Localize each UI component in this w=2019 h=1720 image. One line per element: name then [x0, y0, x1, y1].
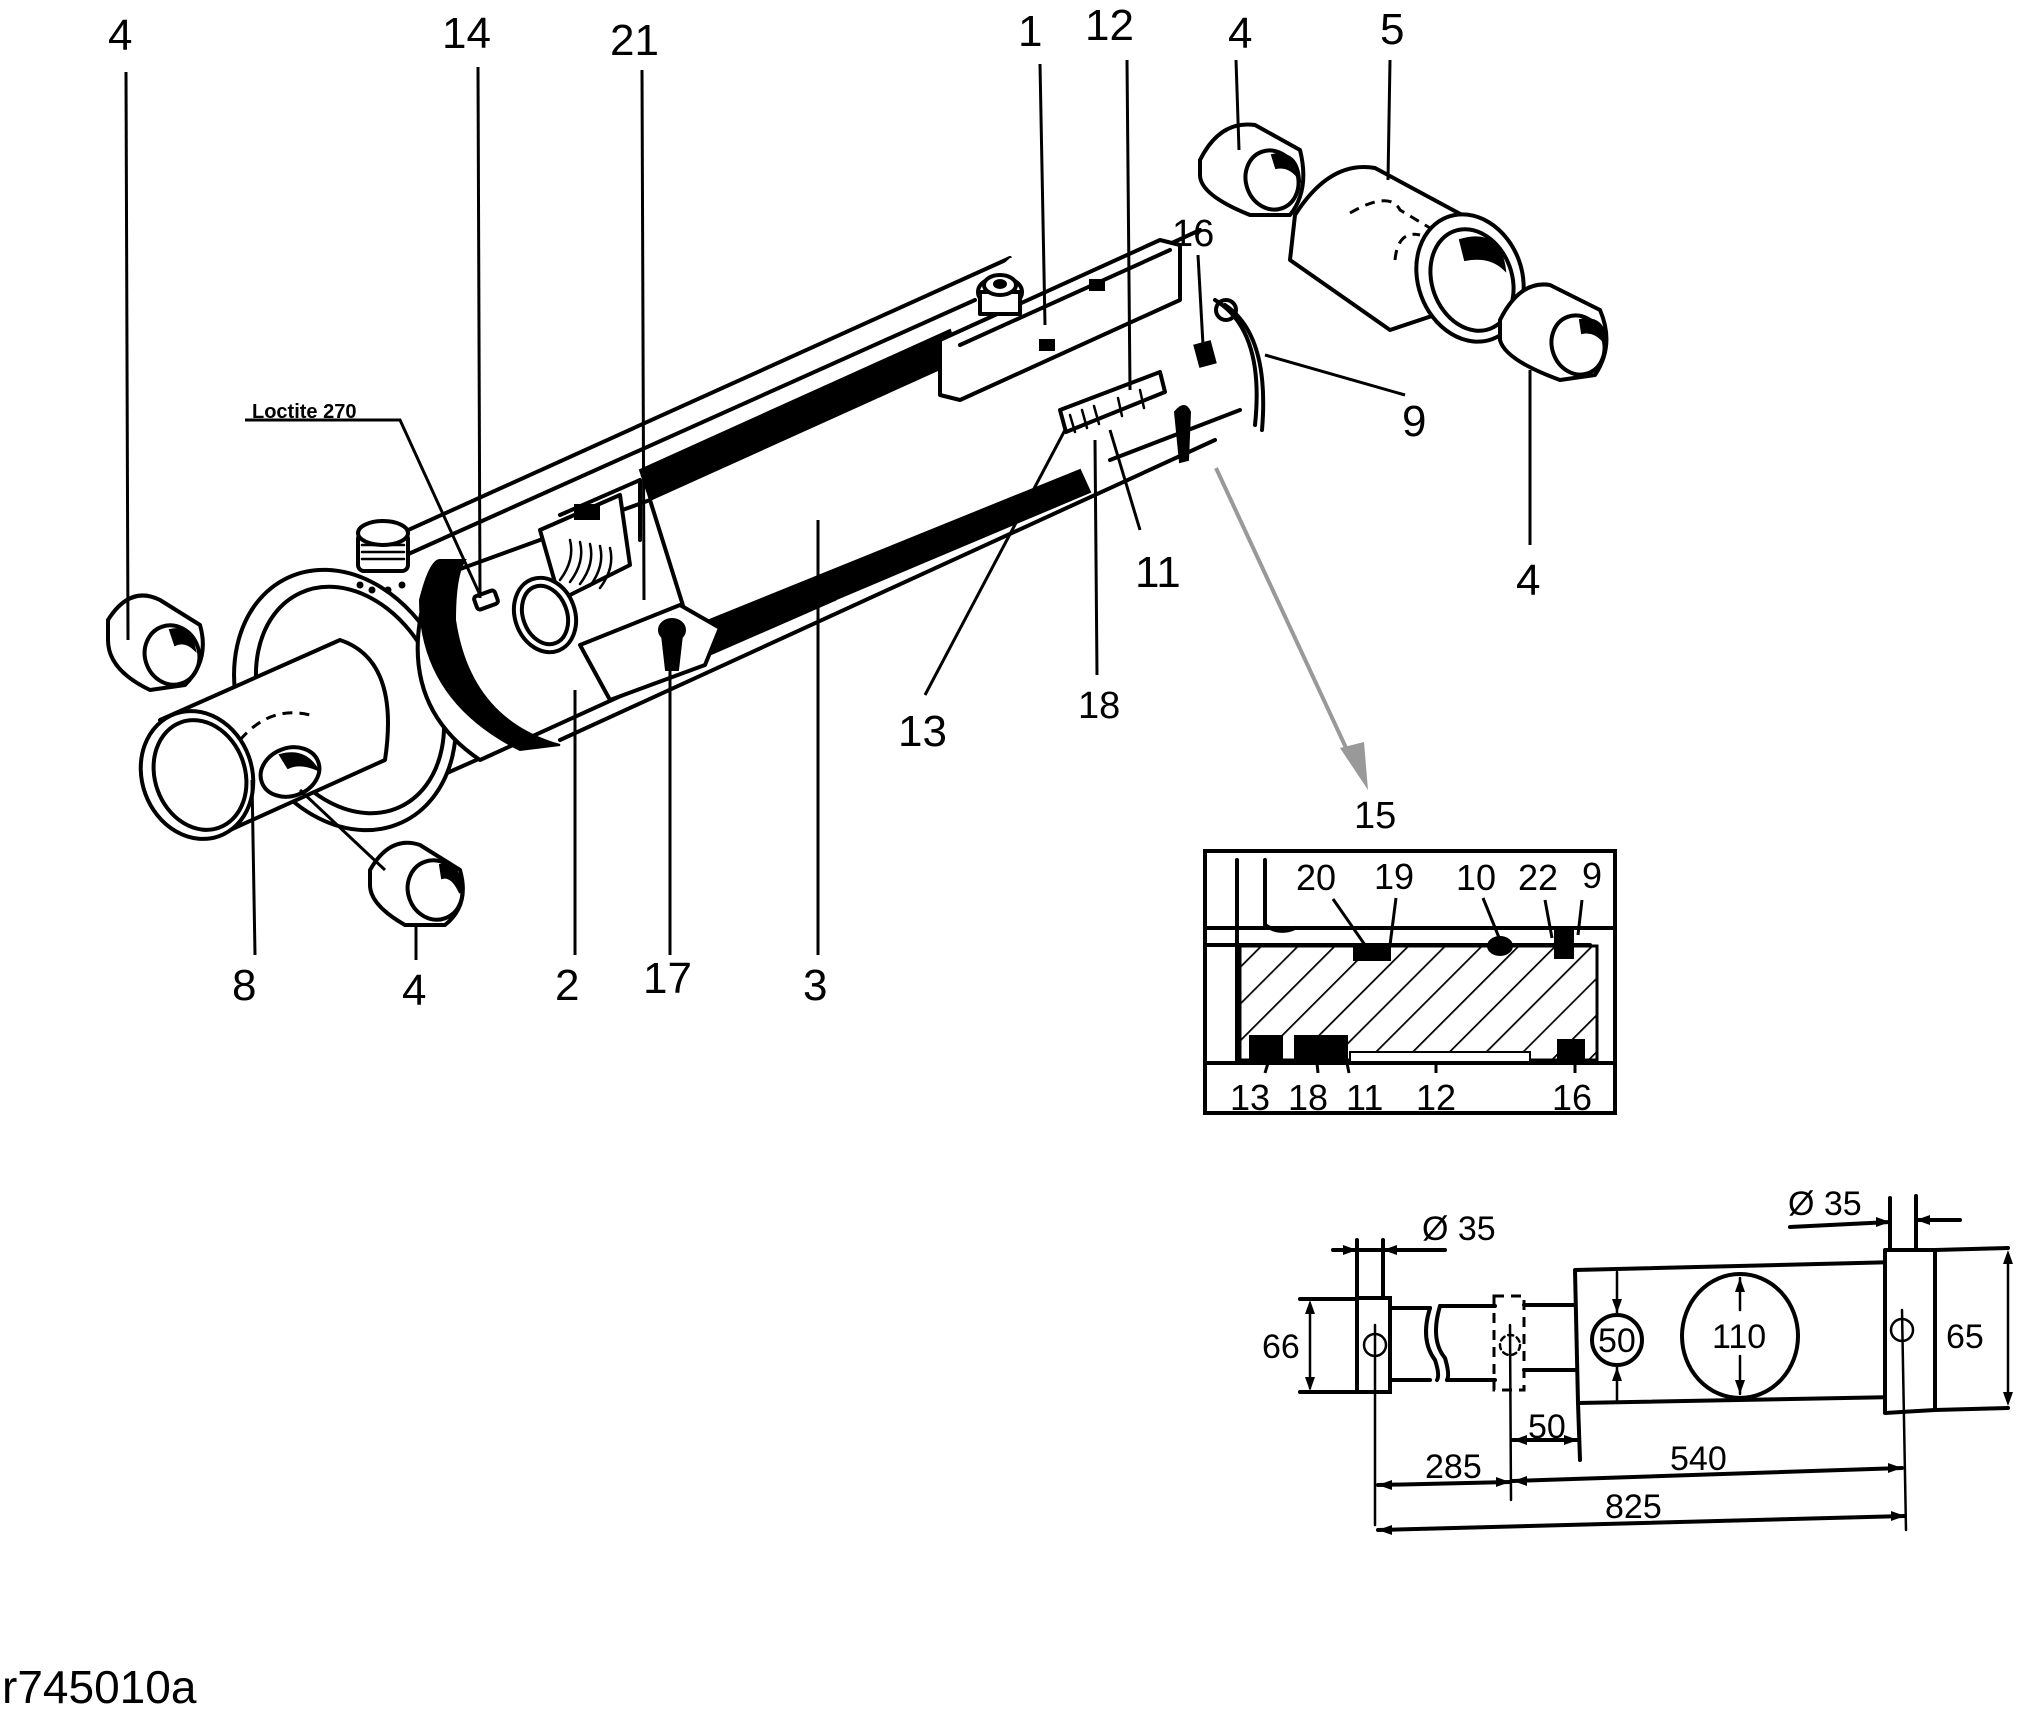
detail-label-16: 16 — [1552, 1077, 1592, 1118]
bushing-top-right — [1198, 122, 1306, 217]
piston-nut-assembly — [472, 478, 722, 702]
callout-12: 12 — [1085, 1, 1134, 50]
dim-pin-diameter-right: Ø 35 — [1788, 1185, 1862, 1223]
detail-label-19: 19 — [1374, 856, 1414, 897]
detail-label-20: 20 — [1296, 857, 1336, 898]
callout-3: 3 — [803, 961, 827, 1010]
callout-11: 11 — [1135, 548, 1181, 597]
dim-540: 540 — [1670, 1440, 1727, 1478]
bleed-plug-left — [356, 519, 410, 594]
callout-16: 16 — [1172, 213, 1214, 255]
detail-pointer-arrow — [1214, 467, 1368, 790]
callout-8: 8 — [232, 961, 256, 1010]
detail-label-22: 22 — [1518, 857, 1558, 898]
seal-detail-section — [1203, 849, 1617, 1115]
figure-reference-id: r745010a — [2, 1661, 197, 1713]
rod-end-eye — [1288, 165, 1526, 344]
callout-5: 5 — [1380, 5, 1404, 54]
detail-label-18: 18 — [1288, 1077, 1328, 1118]
bleed-plug-top — [976, 273, 1024, 316]
detail-label-10: 10 — [1456, 857, 1496, 898]
dim-eye-width-left: 66 — [1262, 1328, 1300, 1366]
callout-4: 4 — [1228, 9, 1252, 58]
dimension-drawing — [1298, 1194, 2013, 1535]
callout-1: 1 — [1018, 7, 1042, 56]
detail-label-9: 9 — [1582, 855, 1602, 896]
leader-lines — [124, 59, 1532, 960]
callout-18: 18 — [1078, 685, 1120, 727]
dim-285: 285 — [1425, 1448, 1482, 1486]
callout-15: 15 — [1354, 795, 1396, 837]
callout-14: 14 — [442, 9, 491, 58]
bushing-bottom-left — [368, 840, 465, 927]
detail-label-13: 13 — [1230, 1077, 1270, 1118]
callout-4: 4 — [402, 966, 426, 1015]
dim-bore-diameter: 110 — [1712, 1318, 1766, 1356]
callout-13: 13 — [898, 707, 947, 756]
piston-housing-box — [938, 238, 1182, 402]
callout-21: 21 — [610, 16, 659, 65]
dim-825: 825 — [1605, 1488, 1662, 1526]
callout-9: 9 — [1402, 397, 1426, 446]
bushing-right — [1498, 282, 1609, 382]
piston-seals — [1058, 298, 1266, 464]
callout-2: 2 — [555, 961, 579, 1010]
detail-label-12: 12 — [1416, 1077, 1456, 1118]
loctite-note: Loctite 270 — [252, 401, 356, 423]
detail-label-11: 11 — [1346, 1077, 1383, 1118]
left-clevis-end — [138, 638, 390, 841]
dim-eye-width-right: 65 — [1946, 1318, 1984, 1356]
callout-17: 17 — [643, 954, 692, 1003]
callout-4: 4 — [108, 11, 132, 60]
dim-rod-offset: 50 — [1528, 1408, 1566, 1446]
bushing-top-left — [106, 593, 205, 692]
dim-rod-diameter: 50 — [1598, 1322, 1636, 1360]
callout-4: 4 — [1516, 556, 1540, 605]
dim-pin-diameter-left: Ø 35 — [1422, 1210, 1496, 1248]
